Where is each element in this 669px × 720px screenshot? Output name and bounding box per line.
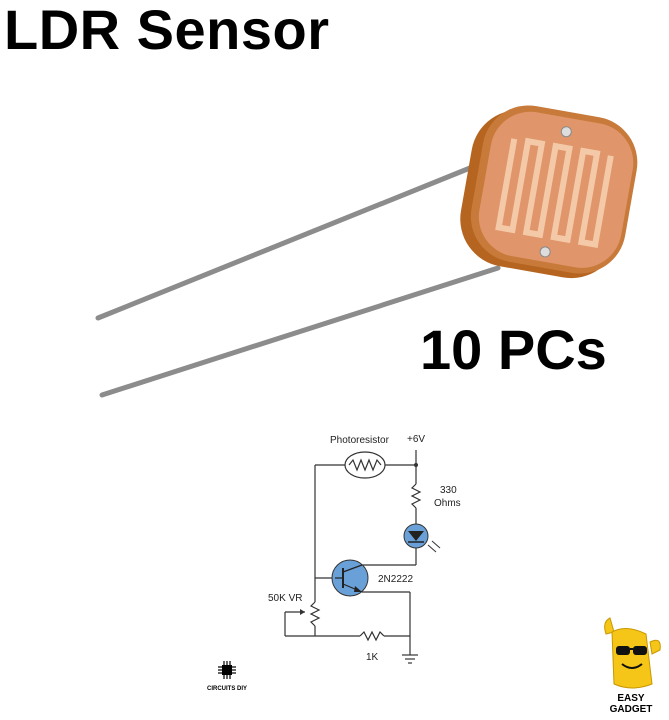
- circuits-diy-label: CIRCUITS DIY: [206, 686, 247, 692]
- ldr-lead-bottom: [99, 265, 501, 398]
- ldr-product-image: [95, 105, 638, 398]
- pot-wiper-arrow: [300, 609, 305, 615]
- ldr-lead-top: [95, 165, 473, 321]
- circuits-diy-logo: CIRCUITS DIY: [192, 660, 262, 692]
- supply-label: +6V: [407, 434, 425, 445]
- ldr-cds-track: [495, 137, 614, 248]
- resistor-value-label: 330: [440, 485, 457, 496]
- easy-gadget-label-2: GADGET: [609, 704, 653, 715]
- easy-gadget-label-1: EASY: [617, 693, 645, 704]
- led-symbol: [403, 523, 441, 553]
- transistor-label: 2N2222: [378, 574, 413, 585]
- photoresistor-symbol: [344, 451, 386, 479]
- resistor-unit-label: Ohms: [434, 498, 461, 509]
- page-title: LDR Sensor: [4, 0, 330, 61]
- transistor-symbol: [331, 559, 369, 597]
- bottom-resistor-label: 1K: [366, 652, 379, 663]
- easy-gadget-logo: EASY GADGET: [596, 614, 666, 718]
- ldr-pin-top: [560, 126, 572, 138]
- mascot-icon: [604, 617, 661, 689]
- photoresistor-label: Photoresistor: [330, 435, 390, 446]
- ldr-pin-bottom: [539, 246, 551, 258]
- pot-label: 50K VR: [268, 593, 302, 604]
- ldr-body: [460, 105, 638, 279]
- quantity-label: 10 PCs: [420, 318, 607, 381]
- chip-icon: [218, 661, 236, 679]
